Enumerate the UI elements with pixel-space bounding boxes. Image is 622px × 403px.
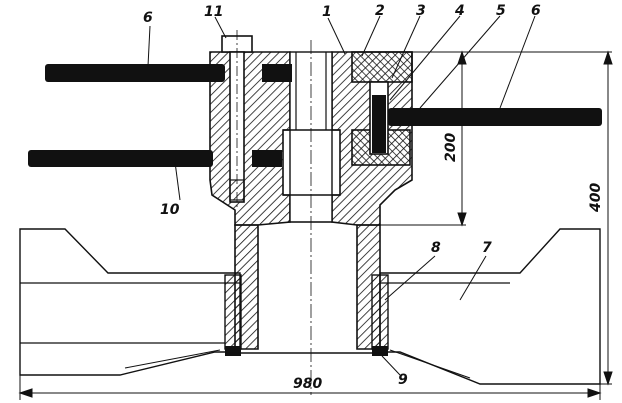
label-part-5: 5	[496, 3, 506, 19]
rod-left-upper	[45, 64, 225, 82]
rod-left-lower-inner	[252, 150, 282, 167]
label-part-2: 2	[375, 3, 385, 19]
dimension-values: 200 400 980	[293, 133, 604, 392]
dimension-200: 200	[443, 133, 459, 162]
part-numbers: 6 11 1 2 3 4 5 6 10 8 7 9	[143, 3, 541, 388]
label-part-8: 8	[431, 240, 441, 256]
label-part-6-left: 6	[143, 10, 153, 26]
rod-left-upper-inner	[262, 64, 292, 82]
label-part-9: 9	[398, 372, 408, 388]
rod-left-lower	[28, 150, 213, 167]
rods	[28, 64, 602, 167]
central-body	[209, 40, 413, 395]
base-beam	[19, 228, 601, 385]
label-part-4: 4	[454, 3, 465, 19]
rod-right	[388, 108, 602, 126]
clamp-assembly	[351, 51, 413, 166]
label-part-1: 1	[322, 4, 332, 20]
dimension-980: 980	[293, 376, 322, 392]
label-part-11: 11	[204, 4, 223, 20]
label-part-10: 10	[160, 202, 180, 218]
dimension-lines	[18, 50, 613, 400]
label-part-3: 3	[416, 3, 426, 19]
label-part-6-right: 6	[531, 3, 541, 19]
dimension-400: 400	[588, 183, 604, 213]
label-part-7: 7	[482, 240, 492, 256]
bolt	[221, 30, 253, 210]
